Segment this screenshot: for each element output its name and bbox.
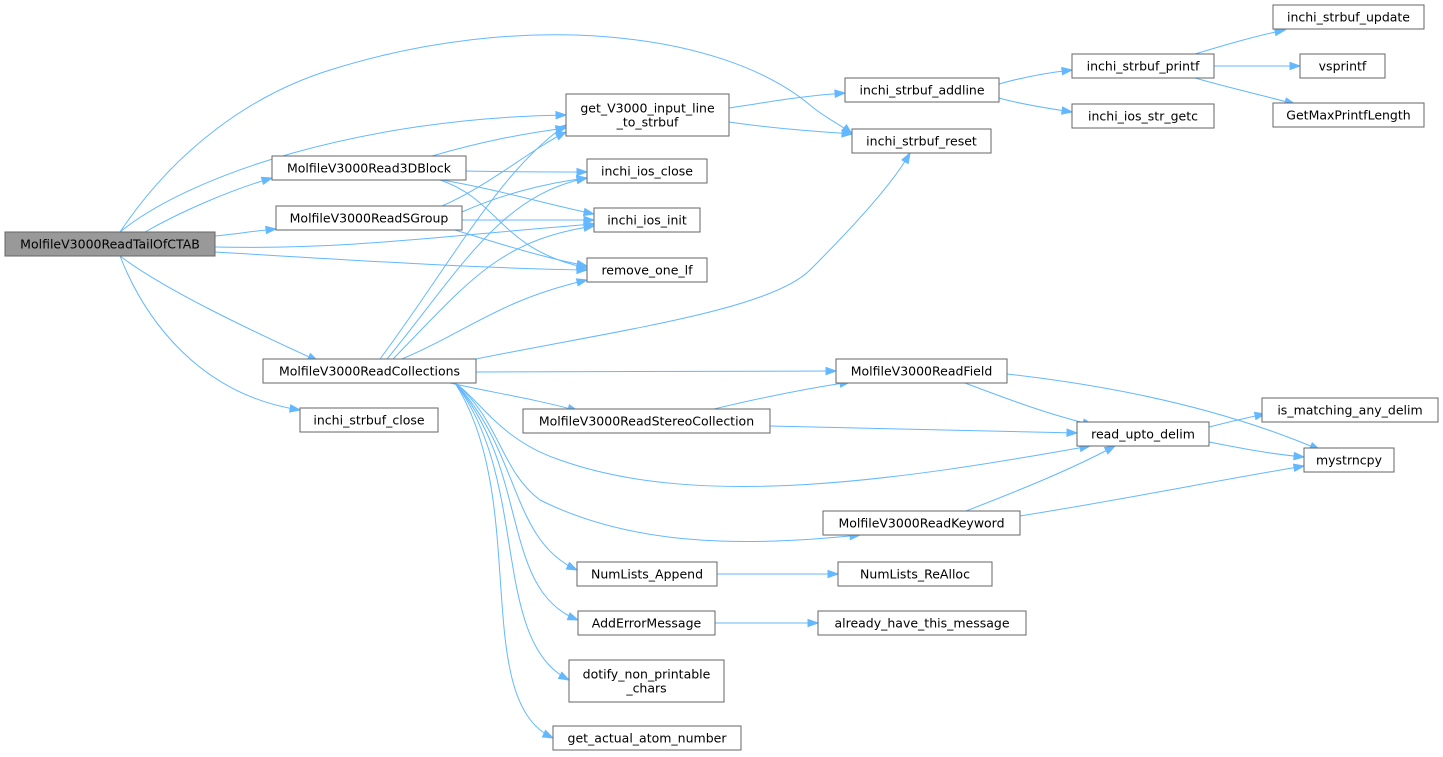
edge-addline-to-printf bbox=[998, 66, 1074, 85]
node-already-have-this-message[interactable]: already_have_this_message bbox=[817, 610, 1027, 636]
node-label: AddErrorMessage bbox=[592, 616, 702, 631]
edge-rsg-to-rmlf bbox=[454, 229, 589, 269]
edge-r3d-to-iinit bbox=[441, 179, 596, 217]
edge-rkey-to-readupto bbox=[965, 445, 1117, 512]
edge-rkey-to-mystrncpy bbox=[1019, 463, 1306, 517]
node-label: MolfileV3000ReadStereoCollection bbox=[539, 414, 754, 429]
node-label: inchi_strbuf_close bbox=[313, 413, 424, 428]
node-label: inchi_strbuf_printf bbox=[1087, 59, 1200, 74]
node-inchi-strbuf-addline[interactable]: inchi_strbuf_addline bbox=[844, 77, 1000, 103]
node-adderrormessage[interactable]: AddErrorMessage bbox=[577, 610, 716, 636]
node-label: MolfileV3000Read3DBlock bbox=[287, 161, 452, 176]
edge-rcol-to-adderr bbox=[454, 382, 580, 621]
node-is-matching-any-delim[interactable]: is_matching_any_delim bbox=[1261, 397, 1439, 423]
node-label: MolfileV3000ReadCollections bbox=[279, 364, 460, 379]
node-label: read_upto_delim bbox=[1091, 427, 1195, 442]
node-label: vsprintf bbox=[1319, 59, 1367, 74]
node-label: GetMaxPrintfLength bbox=[1286, 108, 1410, 123]
node-remove-one-lf[interactable]: remove_one_lf bbox=[586, 257, 708, 283]
node-label: inchi_strbuf_update bbox=[1287, 10, 1410, 25]
edge-rcol-to-reset bbox=[475, 151, 911, 360]
node-label: mystrncpy bbox=[1316, 453, 1383, 468]
edge-root-to-rcol bbox=[119, 255, 320, 362]
edge-getv-to-reset bbox=[728, 121, 854, 138]
node-label: get_V3000_input_line bbox=[580, 101, 715, 116]
edge-root-to-sclose bbox=[119, 255, 302, 413]
edge-getv-to-addline bbox=[728, 89, 847, 109]
edge-rcol-to-rmlf bbox=[401, 278, 589, 360]
edge-rcol-to-rkey bbox=[454, 382, 862, 543]
node-label: is_matching_any_delim bbox=[1277, 403, 1422, 418]
edge-rcol-to-readupto bbox=[454, 382, 1092, 488]
edge-addline-to-getc bbox=[998, 97, 1074, 115]
node-vsprintf[interactable]: vsprintf bbox=[1299, 53, 1386, 79]
edge-adderr-to-already bbox=[714, 618, 820, 628]
node-numlists-append[interactable]: NumLists_Append bbox=[576, 561, 718, 587]
node-label: MolfileV3000ReadField bbox=[851, 364, 993, 379]
edge-root-to-rmlf bbox=[214, 251, 589, 275]
node-label: MolfileV3000ReadTailOfCTAB bbox=[20, 237, 200, 252]
node-molfilev3000readsgroup[interactable]: MolfileV3000ReadSGroup bbox=[275, 205, 463, 231]
node-label: NumLists_Append bbox=[591, 567, 703, 582]
node-numlists-realloc[interactable]: NumLists_ReAlloc bbox=[837, 561, 993, 587]
edge-printf-to-update bbox=[1194, 27, 1287, 55]
node-label: inchi_strbuf_reset bbox=[866, 134, 977, 149]
edge-rsg-to-iclose bbox=[461, 174, 589, 213]
node-label: remove_one_lf bbox=[601, 263, 693, 278]
edge-printf-to-getmax bbox=[1194, 77, 1297, 106]
edge-rcol-to-numapp bbox=[454, 382, 579, 571]
edge-rsg-to-iinit bbox=[462, 215, 596, 225]
node-inchi-ios-close[interactable]: inchi_ios_close bbox=[586, 158, 708, 184]
node-label: inchi_ios_str_getc bbox=[1088, 109, 1198, 124]
node-get-v3000-input-line-to-strbuf[interactable]: get_V3000_input_line_to_strbuf bbox=[565, 93, 730, 137]
edge-rfield-to-readupto bbox=[964, 382, 1095, 427]
edge-numapp-to-realloc bbox=[717, 569, 840, 579]
edge-root-to-r3d bbox=[144, 176, 274, 233]
edge-rcol-to-dotify bbox=[454, 382, 571, 681]
node-molfilev3000readkeyword[interactable]: MolfileV3000ReadKeyword bbox=[822, 510, 1021, 536]
node-label: _to_strbuf bbox=[616, 115, 679, 130]
node-getmaxprintflength[interactable]: GetMaxPrintfLength bbox=[1272, 102, 1425, 128]
node-molfilev3000readcollections[interactable]: MolfileV3000ReadCollections bbox=[262, 358, 477, 384]
edge-rcol-to-iinit bbox=[392, 223, 596, 360]
edge-root-to-getv bbox=[119, 110, 568, 233]
node-inchi-strbuf-reset[interactable]: inchi_strbuf_reset bbox=[851, 128, 992, 154]
edge-readupto-to-ismatch bbox=[1208, 411, 1267, 428]
node-label: _chars bbox=[625, 681, 666, 696]
node-label: get_actual_atom_number bbox=[568, 731, 728, 746]
node-inchi-ios-str-getc[interactable]: inchi_ios_str_getc bbox=[1071, 103, 1215, 129]
node-molfilev3000readfield[interactable]: MolfileV3000ReadField bbox=[835, 358, 1008, 384]
edge-readupto-to-mystrncpy bbox=[1208, 441, 1306, 461]
edge-rcol-to-getv bbox=[379, 124, 568, 360]
edge-rcol-to-iclose bbox=[386, 175, 589, 360]
node-mystrncpy[interactable]: mystrncpy bbox=[1303, 447, 1395, 473]
node-label: inchi_ios_close bbox=[601, 164, 693, 179]
call-nodes: MolfileV3000ReadTailOfCTAB MolfileV3000Re… bbox=[4, 4, 1439, 751]
node-molfilev3000readtailofctab[interactable]: MolfileV3000ReadTailOfCTAB bbox=[4, 231, 216, 257]
node-get-actual-atom-number[interactable]: get_actual_atom_number bbox=[552, 725, 742, 751]
edge-r3d-to-iclose bbox=[465, 167, 589, 177]
node-label: NumLists_ReAlloc bbox=[860, 567, 970, 582]
node-label: MolfileV3000ReadKeyword bbox=[838, 516, 1004, 531]
edge-printf-to-vsprintf bbox=[1214, 61, 1302, 71]
node-inchi-strbuf-printf[interactable]: inchi_strbuf_printf bbox=[1071, 53, 1215, 79]
node-inchi-strbuf-update[interactable]: inchi_strbuf_update bbox=[1272, 4, 1425, 30]
node-label: MolfileV3000ReadSGroup bbox=[290, 211, 449, 226]
edge-rcol-to-getatom bbox=[454, 382, 555, 739]
node-molfilev3000readstereocollection[interactable]: MolfileV3000ReadStereoCollection bbox=[522, 408, 771, 434]
node-dotify-non-printable-chars[interactable]: dotify_non_printable_chars bbox=[568, 659, 725, 703]
edge-stereo-to-rfield bbox=[713, 379, 852, 410]
node-read-upto-delim[interactable]: read_upto_delim bbox=[1076, 421, 1210, 447]
edge-rcol-to-rfield bbox=[475, 366, 838, 376]
node-label: inchi_strbuf_addline bbox=[859, 83, 984, 98]
node-label: inchi_ios_init bbox=[607, 213, 687, 228]
node-inchi-ios-init[interactable]: inchi_ios_init bbox=[593, 207, 701, 233]
node-label: already_have_this_message bbox=[834, 616, 1009, 631]
node-molfilev3000read3dblock[interactable]: MolfileV3000Read3DBlock bbox=[271, 155, 467, 181]
edge-stereo-to-readupto bbox=[769, 425, 1079, 437]
edge-root-to-rsg bbox=[214, 225, 278, 237]
node-inchi-strbuf-close[interactable]: inchi_strbuf_close bbox=[299, 407, 439, 433]
node-label: dotify_non_printable bbox=[583, 667, 711, 682]
